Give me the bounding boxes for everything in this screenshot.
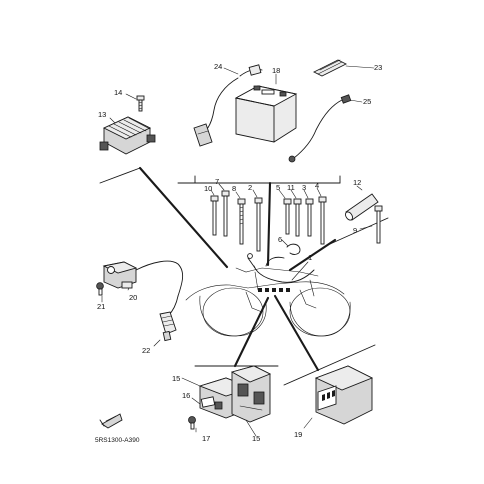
bolt-part-10 <box>210 189 219 236</box>
callout-1: 1 <box>308 253 312 262</box>
leader-1 <box>291 261 309 281</box>
rectifier-part-13 <box>99 116 156 155</box>
callout-25: 25 <box>363 97 371 106</box>
callout-labels: 1 2 3 4 5 6 7 8 9 10 11 12 13 14 15 15 1… <box>97 62 382 443</box>
fuse-part-16 <box>191 396 223 410</box>
callout-19: 19 <box>294 430 302 439</box>
bolt-part-14 <box>125 93 145 112</box>
bolt-part-5 <box>278 189 292 235</box>
ignition-coil-part-20 <box>102 260 184 297</box>
callout-13: 13 <box>98 110 106 119</box>
bolt-part-8 <box>235 191 246 245</box>
negative-lead-part-25 <box>288 94 363 163</box>
callout-24: 24 <box>214 62 222 71</box>
drawing-code: 5RS1300-A390 <box>95 437 140 444</box>
front-arrow-icon <box>99 413 123 429</box>
bolt-part-2 <box>252 189 263 252</box>
bolt-part-17 <box>188 416 197 433</box>
clip-part-6 <box>281 239 301 255</box>
bolt-part-3 <box>303 189 314 237</box>
callout-15-upper: 15 <box>172 374 180 383</box>
group-bracket-right <box>288 217 389 272</box>
bolt-part-7 <box>218 183 230 237</box>
callout-16: 16 <box>182 391 190 400</box>
callout-6: 6 <box>278 235 282 244</box>
relay-assembly-part-15 <box>181 365 272 437</box>
callout-3: 3 <box>302 183 306 192</box>
screw-part-21 <box>96 282 104 303</box>
callout-14: 14 <box>114 88 122 97</box>
callout-20: 20 <box>129 293 137 302</box>
group-bracket-top-left <box>99 166 229 269</box>
callout-21: 21 <box>97 302 105 311</box>
plug-cap-part-22 <box>153 295 179 347</box>
group-bracket-top-center <box>177 175 341 267</box>
vehicle-frame-outline <box>185 267 351 337</box>
callout-12: 12 <box>353 178 361 187</box>
cover-part-12 <box>345 185 379 221</box>
bolt-part-4 <box>316 187 327 245</box>
callout-7: 7 <box>215 177 219 186</box>
bolt-part-11 <box>290 189 302 237</box>
callout-18: 18 <box>272 66 280 75</box>
battery-band-part-23 <box>312 59 375 77</box>
battery-lead-part-24 <box>193 64 263 147</box>
callout-22: 22 <box>142 346 150 355</box>
callout-15-lower: 15 <box>252 434 260 443</box>
callout-2: 2 <box>248 183 252 192</box>
group-bracket-bottom-right <box>273 294 376 386</box>
battery-part-18 <box>234 73 298 143</box>
callout-11: 11 <box>287 183 295 192</box>
callout-23: 23 <box>374 63 382 72</box>
bolt-part-9 <box>359 205 383 244</box>
cdi-unit-part-19 <box>303 365 374 429</box>
callout-8: 8 <box>232 184 236 193</box>
callout-9: 9 <box>353 226 357 235</box>
group-bracket-bottom-center <box>194 296 279 368</box>
callout-4: 4 <box>315 181 319 190</box>
callout-17: 17 <box>202 434 210 443</box>
callout-10: 10 <box>204 184 212 193</box>
wire-harness-part <box>247 253 315 283</box>
callout-5: 5 <box>276 183 280 192</box>
